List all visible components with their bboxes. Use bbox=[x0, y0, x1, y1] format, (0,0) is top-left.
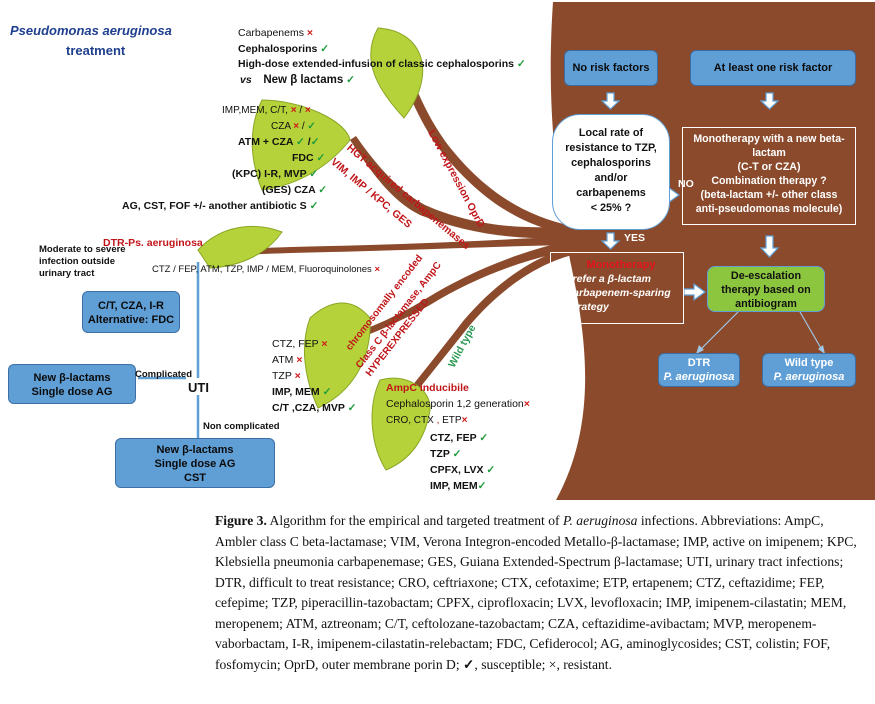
dtr-title: DTR-Ps. aeruginosa bbox=[103, 237, 203, 249]
uti-connectors bbox=[138, 262, 200, 438]
check-icon: ✓ bbox=[452, 448, 462, 460]
ampc-ind-l6: IMP, MEM✓ bbox=[430, 480, 487, 492]
ampc-ind-l3: CTZ, FEP ✓ bbox=[430, 432, 489, 444]
leaf-top bbox=[370, 27, 424, 119]
hgt-line3: ATM + CZA ✓ /✓ bbox=[238, 136, 320, 148]
figure-caption: Figure 3. Algorithm for the empirical an… bbox=[215, 513, 857, 672]
ampc-ind-l5: CPFX, LVX ✓ bbox=[430, 464, 496, 476]
ampc-ind-l1: Cephalosporin 1,2 generation× bbox=[386, 398, 530, 410]
check-icon: ✓ bbox=[309, 168, 319, 180]
cross-icon: × bbox=[296, 354, 303, 366]
risk-box: At least one risk factor bbox=[690, 50, 856, 86]
new-bl-row: vs New β lactams ✓ bbox=[240, 74, 355, 86]
cross-icon: × bbox=[374, 264, 381, 275]
yes-label: YES bbox=[624, 232, 646, 244]
title-line1: Pseudomonas aeruginosa bbox=[10, 23, 172, 38]
hyper-l5: C/T ,CZA, MVP ✓ bbox=[272, 402, 357, 414]
hgt-line1: IMP,MEM, C/T, × / × bbox=[222, 105, 311, 116]
cross-icon: × bbox=[304, 105, 311, 116]
uti-label: UTI bbox=[188, 380, 209, 395]
complicated-label: Complicated bbox=[135, 369, 193, 380]
check-icon: ✓ bbox=[296, 136, 305, 148]
check-icon: ✓ bbox=[316, 152, 326, 164]
check-icon: ✓ bbox=[310, 136, 320, 148]
hgt-line5: (KPC) I-R, MVP ✓ bbox=[232, 168, 319, 180]
deesc-arrows bbox=[699, 311, 823, 351]
cross-icon: × bbox=[294, 370, 301, 382]
arrow-down-3 bbox=[600, 232, 621, 250]
cephalosporins-row: Cephalosporins ✓ bbox=[238, 43, 330, 55]
arrow-down-1 bbox=[600, 92, 621, 110]
arrow-down-4 bbox=[759, 235, 780, 258]
cross-icon: × bbox=[461, 415, 468, 426]
high-dose-row: High-dose extended-infusion of classic c… bbox=[238, 58, 526, 70]
check-icon: ✓ bbox=[463, 656, 475, 672]
ampc-ind-l2: CRO, CTX , ETP× bbox=[386, 415, 468, 426]
monotherapy-box: Monotherapy • Prefer a β-lactam • Carbap… bbox=[550, 252, 684, 324]
cross-icon: × bbox=[548, 656, 557, 672]
leaf-hgt bbox=[251, 99, 351, 191]
hyper-l4: IMP, MEM ✓ bbox=[272, 386, 332, 398]
no-risk-box: No risk factors bbox=[564, 50, 658, 86]
cross-icon: × bbox=[293, 121, 300, 132]
hgt-line6: (GES) CZA ✓ bbox=[262, 184, 328, 196]
arrow-down-2 bbox=[759, 92, 780, 110]
check-icon: ✓ bbox=[516, 58, 526, 70]
title-line2: treatment bbox=[66, 43, 126, 58]
check-icon: ✓ bbox=[320, 43, 330, 55]
leaf-hyper bbox=[303, 302, 371, 409]
no-label: NO bbox=[678, 178, 694, 190]
hyper-l2: ATM × bbox=[272, 354, 303, 366]
non-complicated-label: Non complicated bbox=[203, 421, 280, 432]
check-icon: ✓ bbox=[318, 184, 328, 196]
hgt-line2: CZA × / ✓ bbox=[271, 121, 316, 132]
cross-icon: × bbox=[290, 105, 297, 116]
monotherapy-title: Monotherapy bbox=[586, 259, 656, 271]
dtr-resist: CTZ / FEP, ATM, TZP, IMP / MEM, Fluoroqu… bbox=[152, 264, 381, 275]
check-icon: ✓ bbox=[479, 432, 489, 444]
tree-branches bbox=[205, 68, 572, 400]
check-icon: ✓ bbox=[309, 200, 319, 212]
hgt-line7: AG, CST, FOF +/- another antibiotic S ✓ bbox=[122, 200, 319, 212]
check-icon: ✓ bbox=[307, 121, 316, 132]
check-icon: ✓ bbox=[486, 464, 496, 476]
leaf-ampc bbox=[371, 377, 431, 471]
hyper-l3: TZP × bbox=[272, 370, 301, 382]
check-icon: ✓ bbox=[347, 402, 357, 414]
check-icon: ✓ bbox=[477, 480, 487, 492]
deesc-arrowheads bbox=[696, 345, 825, 354]
check-icon: ✓ bbox=[322, 386, 332, 398]
carbapenems-row: Carbapenems × bbox=[238, 27, 314, 39]
hgt-line4: FDC ✓ bbox=[292, 152, 326, 164]
leaves bbox=[197, 27, 431, 471]
mono-new-box: Monotherapy with a new beta-lactam(C-T o… bbox=[682, 127, 856, 225]
ampc-ind-title: AmpC inducibile bbox=[386, 382, 469, 394]
hyper-l1: CTZ, FEP × bbox=[272, 338, 328, 350]
leaf-dtr bbox=[197, 226, 283, 269]
cross-icon: × bbox=[306, 27, 314, 39]
ampc-ind-l4: TZP ✓ bbox=[430, 448, 462, 460]
cross-icon: × bbox=[321, 338, 328, 350]
check-icon: ✓ bbox=[346, 74, 355, 86]
cross-icon: × bbox=[523, 398, 530, 410]
arrow-right-mono bbox=[683, 282, 707, 302]
